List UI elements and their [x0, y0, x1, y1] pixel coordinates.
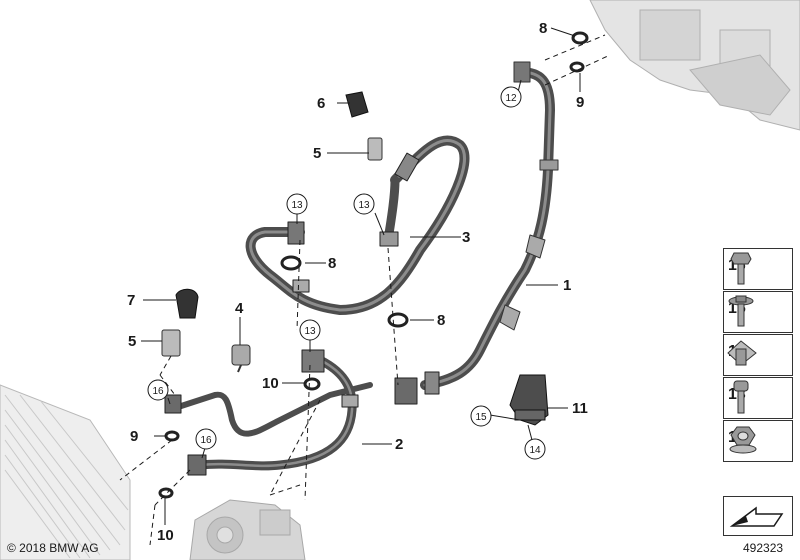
circle-label-16-lower: 16: [195, 428, 217, 450]
hvac-unit: [589, 0, 800, 131]
legend-box-13: 13: [723, 377, 793, 419]
svg-text:16: 16: [152, 386, 164, 397]
label-7: 7: [127, 292, 135, 309]
label-4: 4: [235, 300, 244, 317]
circle-label-13-upper-right: 13: [353, 193, 375, 215]
label-1: 1: [563, 277, 571, 294]
document-number: 492323: [743, 541, 784, 555]
compressor: [189, 499, 306, 560]
condenser: [0, 384, 131, 560]
cap-6: [345, 91, 369, 118]
copyright-text: © 2018 BMW AG: [7, 541, 99, 555]
svg-text:13: 13: [291, 200, 303, 211]
hose-2: [164, 349, 373, 476]
svg-text:14: 14: [529, 445, 541, 456]
valve-5-upper: [367, 137, 383, 161]
screw-icon: [733, 380, 749, 414]
circle-label-14: 14: [524, 438, 546, 460]
leader-lines: [141, 27, 581, 525]
flange-bolt-icon: [728, 295, 754, 327]
valve-5-lower: [161, 329, 181, 357]
legend-box-12: 12: [723, 420, 793, 462]
label-5-upper: 5: [313, 145, 321, 162]
circle-label-13-mid: 13: [299, 319, 321, 341]
circle-label-15: 15: [470, 405, 492, 427]
legend-box-15: 15: [723, 291, 793, 333]
label-8-low: 8: [437, 312, 445, 329]
label-6: 6: [317, 95, 325, 112]
clip-nut-icon: [727, 340, 757, 366]
label-11: 11: [572, 400, 588, 417]
label-5-lower: 5: [128, 333, 136, 350]
circle-label-12: 12: [500, 86, 522, 108]
svg-text:15: 15: [475, 412, 487, 423]
hex-bolt-icon: [730, 252, 752, 285]
label-9-top: 9: [576, 94, 584, 111]
label-8-mid: 8: [328, 255, 336, 272]
legend-box-14: 14: [723, 334, 793, 376]
bracket-11: [509, 374, 549, 426]
legend-box-16: 16: [723, 248, 793, 290]
label-3: 3: [462, 229, 470, 246]
svg-text:16: 16: [200, 435, 212, 446]
svg-text:13: 13: [304, 326, 316, 337]
label-8-top: 8: [539, 20, 547, 37]
pressure-sensor-4: [231, 344, 251, 373]
label-10-low: 10: [157, 527, 174, 544]
label-9-low: 9: [130, 428, 138, 445]
circle-label-13-upper-left: 13: [286, 193, 308, 215]
hose-1: [394, 61, 559, 405]
svg-text:13: 13: [358, 200, 370, 211]
label-10-mid: 10: [262, 375, 279, 392]
hex-nut-icon: [729, 426, 757, 454]
label-2: 2: [395, 436, 403, 453]
legend-box-arrow: [723, 496, 793, 536]
circle-label-16-upper: 16: [147, 379, 169, 401]
hose-3: [245, 135, 470, 315]
assembly-lines: [119, 34, 611, 546]
direction-arrow-icon: [729, 506, 784, 527]
cap-7: [175, 288, 199, 319]
svg-text:12: 12: [505, 93, 517, 104]
